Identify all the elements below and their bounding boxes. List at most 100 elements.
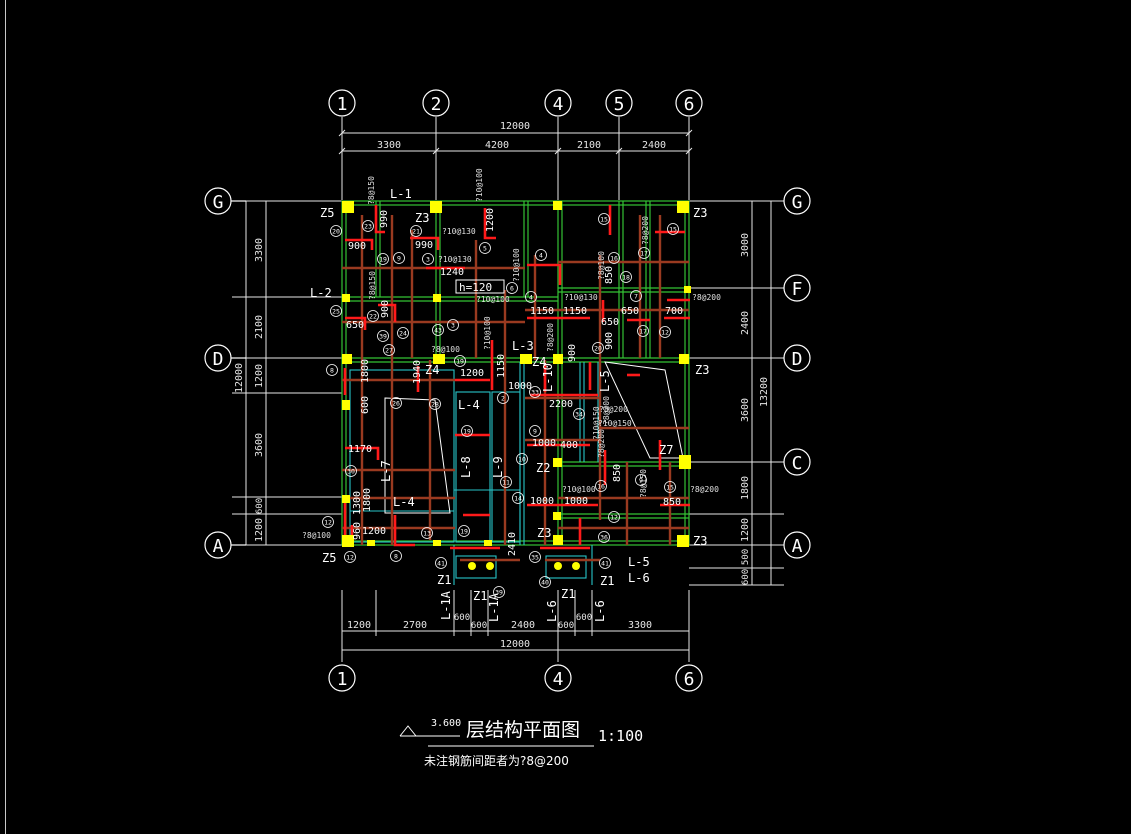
rebar-number: 41 (601, 560, 609, 568)
rebar-number: 30 (347, 468, 355, 476)
axis-label-top: 1 (337, 94, 348, 115)
rebar-spec: ?10@130 (438, 255, 472, 264)
dim-top-part: 2400 (642, 140, 666, 151)
slab-note-box (455, 279, 505, 294)
beam-label: L-9 (491, 456, 505, 478)
axis-label-right: D (792, 349, 803, 370)
rebar-number-bubble: 8 (390, 550, 402, 562)
length-label: 1200 (485, 208, 496, 232)
column-label: Z5 (320, 206, 334, 220)
axis-label-right: C (792, 453, 803, 474)
rebar-number: 39 (379, 333, 387, 341)
rebar-number-bubble: 22 (367, 310, 379, 322)
beam-label: L-10 (541, 363, 555, 392)
axis-label-right: A (792, 536, 803, 557)
beam-label: L-8 (459, 456, 473, 478)
axis-label-top: 5 (614, 94, 625, 115)
rebar-number: 24 (399, 330, 407, 338)
rebar-number: 10 (518, 456, 526, 464)
axis-label-left: G (213, 192, 224, 213)
rebar-number-bubble: 39 (493, 586, 505, 598)
rebar-number: 43 (434, 327, 442, 335)
length-label: 600 (360, 396, 371, 414)
rebar-number-bubble: 3 (422, 253, 434, 265)
rebar-spec: ?10@100 (512, 248, 521, 282)
rebar-number-bubble: 16 (608, 252, 620, 264)
rebar-spec: ?8@150 (368, 271, 377, 300)
dim-bottom-part: 2400 (511, 620, 535, 631)
rebar-number: 15 (600, 216, 608, 224)
rebar-spec: ?10@130 (442, 227, 476, 236)
rebar-number-bubble: 15 (598, 213, 610, 225)
rebar-number: 28 (431, 401, 439, 409)
dim-top-part: 2100 (577, 140, 601, 151)
top-dimensions (338, 117, 693, 200)
dim-bottom-total: 12000 (500, 639, 530, 650)
rebar-number-bubble: 17 (638, 247, 650, 259)
rebar-number: 26 (392, 400, 400, 408)
rebar-number: 41 (437, 560, 445, 568)
rebar-number: 2 (501, 395, 505, 403)
beam-label: L-5 (598, 370, 612, 392)
rebar-number-bubble: 41 (599, 557, 611, 569)
dim-left-part: 1200 (254, 364, 265, 388)
rebar-spec: ?10@130 (564, 293, 598, 302)
rebar-number-bubble: 15 (667, 223, 679, 235)
dim-left-part: 600 (255, 498, 265, 514)
rebar-spec: ?8@200 (546, 323, 555, 352)
axis-label-bottom: 6 (684, 669, 695, 690)
rebar-number: 15 (669, 226, 677, 234)
length-label: 1000 (508, 381, 532, 392)
length-label: 1150 (563, 306, 587, 317)
beam-label: L-3 (512, 339, 534, 353)
rebar-number: 15 (666, 484, 674, 492)
rebar-number: 9 (639, 477, 643, 485)
rebar-number-bubble: 20 (592, 342, 604, 354)
title-block (399, 725, 594, 747)
dim-top-part: 3300 (377, 140, 401, 151)
dim-top-part: 4200 (485, 140, 509, 151)
axis-label-top: 6 (684, 94, 695, 115)
rebar-number-bubble: 21 (410, 225, 422, 237)
column-label: Z3 (695, 363, 709, 377)
rebar-number: 20 (332, 228, 340, 236)
length-label: 700 (665, 306, 683, 317)
column-label: Z4 (532, 355, 546, 369)
rebar-spec: ?10@150 (592, 406, 601, 440)
rebar-spec: ?8@150 (367, 176, 376, 205)
length-label: 650 (601, 317, 619, 328)
axis-bubbles (204, 89, 811, 692)
plan-note: 未注钢筋间距者为?8@200 (424, 753, 569, 768)
rebar-number: 13 (423, 530, 431, 538)
rebar-number: 19 (456, 358, 464, 366)
rebar-number: 16 (597, 483, 605, 491)
rebar-spec: ?8@200 (692, 293, 721, 302)
rebar-number-bubble: 35 (529, 551, 541, 563)
length-label: 900 (348, 241, 366, 252)
rebar-number-bubble: 41 (435, 557, 447, 569)
length-label: 1200 (362, 526, 386, 537)
dim-bottom-part: 600 (558, 621, 574, 631)
beam-label: L-1 (390, 187, 412, 201)
rebar-number-bubble: 26 (390, 397, 402, 409)
rebar-number-bubble: 7 (630, 290, 642, 302)
rebar-number-bubble: 19 (461, 425, 473, 437)
dim-left-part: 3300 (254, 238, 265, 262)
rebar-number: 7 (634, 293, 638, 301)
rebar-number-bubble: 28 (429, 398, 441, 410)
bottom-dimensions (341, 590, 690, 662)
slab-note: h=120 (459, 281, 492, 294)
dim-bottom-part: 2700 (403, 620, 427, 631)
column-label: Z1 (561, 587, 575, 601)
length-label: 1150 (496, 354, 507, 378)
rebar-number-bubble: 18 (620, 271, 632, 283)
rebar-number-bubble: 30 (345, 465, 357, 477)
rebar-number: 20 (594, 345, 602, 353)
dim-right-part: 500 (741, 549, 751, 565)
rebar-number: 5 (483, 245, 487, 253)
rebar-number-bubble: 13 (421, 527, 433, 539)
dim-right-part: 3600 (740, 398, 751, 422)
length-label: 1300 (352, 491, 363, 515)
length-label: 850 (663, 497, 681, 508)
